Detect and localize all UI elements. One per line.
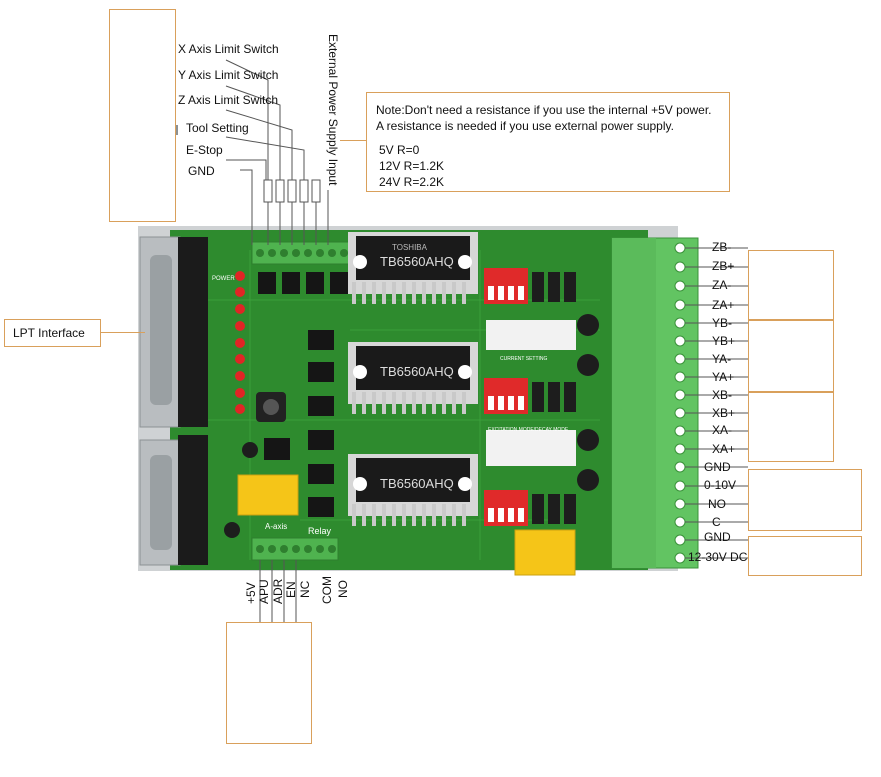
motor-box-x bbox=[748, 392, 834, 462]
bottom-com: COM bbox=[320, 576, 334, 604]
note-r2: 12V R=1.2K bbox=[379, 159, 445, 173]
power-label: POWER bbox=[212, 276, 235, 282]
out-yb-minus: YB- bbox=[712, 316, 733, 330]
bottom-nc: NC bbox=[298, 580, 312, 598]
a-axis-label: A-axis bbox=[265, 522, 288, 531]
out-za-plus: ZA+ bbox=[712, 298, 735, 312]
bottom-en: EN bbox=[284, 581, 298, 598]
db-connector-body bbox=[178, 435, 208, 565]
out-ya-plus: YA+ bbox=[712, 370, 735, 384]
lpt-label-box bbox=[4, 319, 101, 347]
lpt-connector-body bbox=[178, 237, 208, 427]
out-yb-plus: YB+ bbox=[712, 334, 736, 348]
power-supply-box bbox=[748, 536, 862, 576]
motor-box-z bbox=[748, 250, 834, 320]
out-zb-minus: ZB- bbox=[712, 240, 732, 254]
x-limit-label: X Axis Limit Switch bbox=[178, 42, 279, 56]
excitation-label: EXCITATION MODE/DECAY MODE bbox=[488, 427, 569, 433]
excitation-table bbox=[486, 430, 576, 466]
z-limit-label: Z Axis Limit Switch bbox=[178, 93, 279, 107]
input-devices-box bbox=[109, 9, 176, 222]
note-box bbox=[366, 92, 730, 192]
lpt-leader-line bbox=[101, 332, 145, 333]
out-no: NO bbox=[708, 497, 726, 511]
out-xa-minus: XA- bbox=[712, 423, 733, 437]
vfd-box bbox=[748, 469, 862, 531]
chip1-label: TB6560AHQ bbox=[380, 254, 454, 269]
out-xa-plus: XA+ bbox=[712, 442, 736, 456]
out-xb-minus: XB- bbox=[712, 388, 733, 402]
motor-box-y bbox=[748, 320, 834, 392]
dip-switches bbox=[484, 268, 576, 526]
current-setting-label: CURRENT SETTING bbox=[500, 356, 548, 362]
out-ya-minus: YA- bbox=[712, 352, 732, 366]
note-line-1: Note:Don't need a resistance if you use … bbox=[376, 103, 712, 117]
out-zb-plus: ZB+ bbox=[712, 259, 735, 273]
current-setting-table bbox=[486, 320, 576, 350]
driver-chip-3 bbox=[348, 454, 478, 526]
brand-label: TOSHIBA bbox=[392, 243, 427, 252]
note-r1: 5V R=0 bbox=[379, 143, 420, 157]
out-0-10v: 0-10V bbox=[704, 478, 737, 492]
out-gnd-1: GND bbox=[704, 460, 731, 474]
chip2-label: TB6560AHQ bbox=[380, 364, 454, 379]
lpt-connector-pins bbox=[150, 255, 172, 405]
external-power-label: External Power Supply Input bbox=[326, 34, 340, 186]
note-r3: 24V R=2.2K bbox=[379, 175, 445, 189]
bottom-adr: ADR bbox=[271, 578, 285, 604]
relay-2 bbox=[514, 529, 576, 576]
bottom-apu: APU bbox=[257, 579, 271, 604]
relay-label: Relay bbox=[308, 526, 332, 536]
note-line-2: A resistance is needed if you use extern… bbox=[376, 119, 674, 133]
relay-1 bbox=[237, 474, 299, 516]
gnd-input-label: GND bbox=[188, 164, 215, 178]
out-xb-plus: XB+ bbox=[712, 406, 736, 420]
driver-chip-1 bbox=[348, 232, 478, 304]
estop-label: E-Stop bbox=[186, 143, 223, 157]
a-axis-driver-box bbox=[226, 622, 312, 744]
out-za-minus: ZA- bbox=[712, 278, 732, 292]
bottom-no: NO bbox=[336, 580, 350, 598]
chip3-label: TB6560AHQ bbox=[380, 476, 454, 491]
out-c: C bbox=[712, 515, 721, 529]
bottom-p5v: +5V bbox=[244, 582, 258, 604]
out-12-30v-dc: 12-30V DC bbox=[688, 550, 748, 564]
capacitors bbox=[224, 314, 599, 538]
driver-chip-2 bbox=[348, 342, 478, 414]
tool-setting-label: Tool Setting bbox=[186, 121, 249, 135]
out-gnd-2: GND bbox=[704, 530, 731, 544]
y-limit-label: Y Axis Limit Switch bbox=[178, 68, 279, 82]
lpt-label: LPT Interface bbox=[13, 326, 85, 340]
